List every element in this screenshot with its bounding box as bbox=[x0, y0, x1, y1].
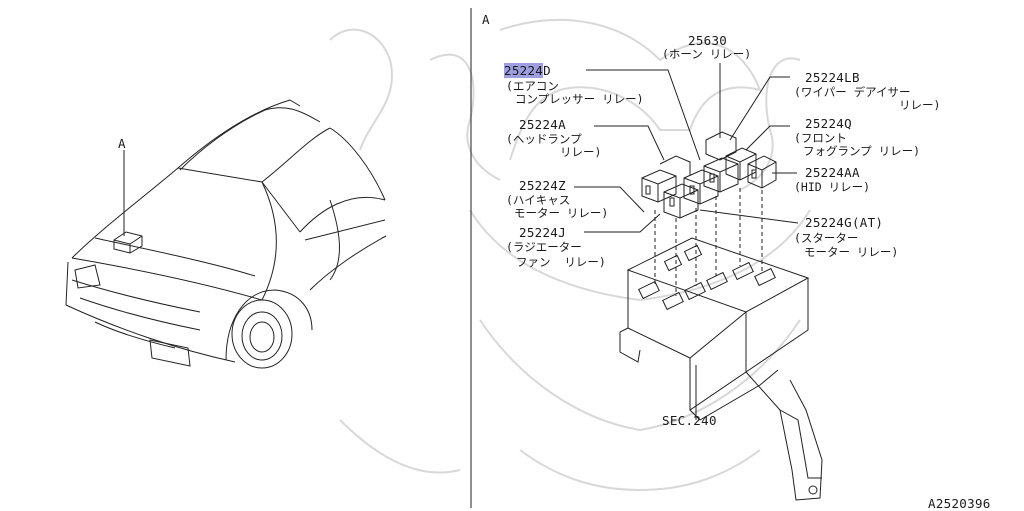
relay-box-drawing bbox=[574, 63, 823, 501]
drawing-code: A2520396 bbox=[928, 496, 991, 511]
callout-25224d-part: 25224D bbox=[504, 63, 551, 78]
callout-25224z-name-1: (ハイキャス bbox=[506, 193, 571, 207]
callout-25224aa-name: (HID リレー) bbox=[794, 180, 871, 194]
callout-25224q-name-1: (フロント bbox=[794, 131, 847, 145]
callout-25224z-name-2: モーター リレー) bbox=[514, 206, 609, 220]
callout-25224a-part: 25224A bbox=[519, 117, 566, 132]
callout-25224g-name-2: モーター リレー) bbox=[804, 245, 899, 259]
callout-25224d-name-2: コンプレッサー リレー) bbox=[515, 92, 644, 106]
callout-25224j-name-1: (ラジエーター bbox=[506, 240, 582, 254]
relay-cluster bbox=[641, 131, 777, 219]
callout-25224q-part: 25224Q bbox=[805, 116, 852, 131]
relay-box-location bbox=[113, 231, 143, 254]
callout-25224lb-name-1: (ワイパー デアイサー bbox=[794, 85, 911, 99]
callout-25224j-part: 25224J bbox=[519, 225, 566, 240]
car-drawing bbox=[65, 99, 387, 369]
callout-25224q-name-2: フォグランプ リレー) bbox=[803, 144, 921, 158]
callout-25224j-name-2: ファン リレー) bbox=[516, 255, 606, 269]
callout-25224lb-name-2: リレー) bbox=[899, 98, 941, 112]
callout-25224a-name-1: (ヘッドランプ bbox=[506, 132, 582, 146]
callout-25224d-highlight: 25224 bbox=[504, 63, 544, 78]
view-label-right: A bbox=[482, 12, 490, 27]
view-label-left: A bbox=[118, 136, 126, 151]
callout-25630-name: (ホーン リレー) bbox=[662, 47, 752, 61]
callout-25224d-name-1: (エアコン bbox=[506, 79, 559, 93]
callout-25224aa-part: 25224AA bbox=[805, 165, 860, 180]
callout-25224lb-part: 25224LB bbox=[805, 70, 860, 85]
callout-25224z-part: 25224Z bbox=[519, 178, 566, 193]
watermark-emblem bbox=[329, 19, 811, 492]
callout-sec240: SEC.240 bbox=[662, 413, 717, 428]
callout-25630-part: 25630 bbox=[688, 33, 728, 48]
callout-25224g-name-1: (スターター bbox=[794, 231, 859, 245]
callout-25224g-part: 25224G(AT) bbox=[805, 215, 884, 230]
callout-25224a-name-2: リレー) bbox=[560, 145, 602, 159]
callout-25224d-suffix: D bbox=[543, 63, 551, 78]
